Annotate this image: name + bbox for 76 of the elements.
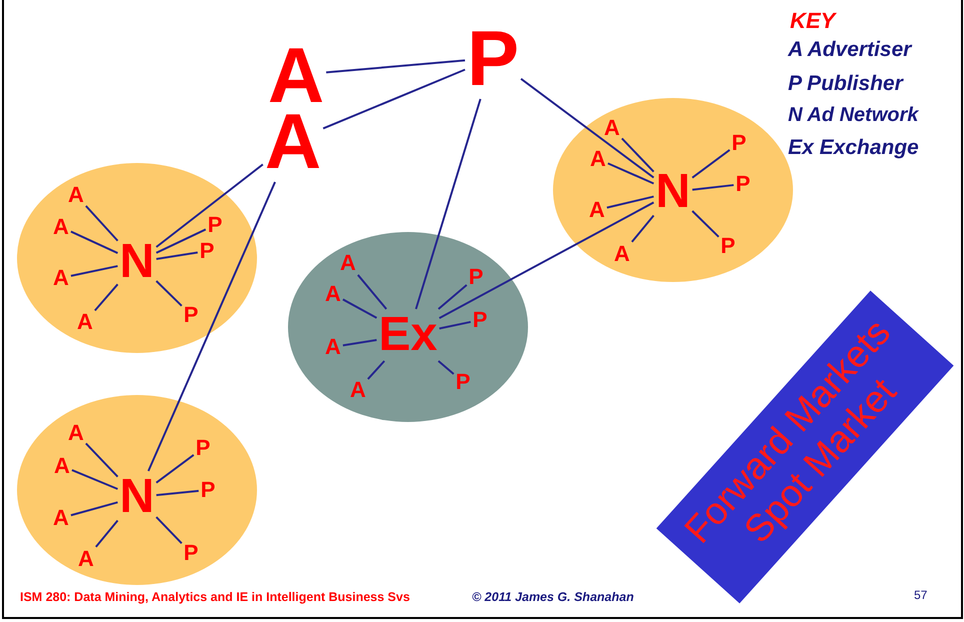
key-entry: A Advertiser — [788, 38, 912, 62]
connector-line — [85, 205, 118, 242]
node-letter: A — [53, 216, 69, 238]
footer-course: ISM 280: Data Mining, Analytics and IE in Intelligent Business Svs — [20, 590, 410, 604]
key-entry: Ex Exchange — [788, 136, 919, 160]
connector-line — [606, 196, 654, 209]
connector-line — [438, 284, 468, 310]
node-letter: A — [325, 283, 341, 305]
node-letter: P — [472, 309, 488, 331]
node-letter: P — [200, 240, 214, 262]
connector-line — [621, 138, 654, 172]
connector-line — [70, 265, 118, 277]
page-number: 57 — [914, 588, 928, 602]
connector-line — [156, 251, 198, 260]
node-letter: P — [200, 479, 216, 501]
connector-line — [156, 164, 264, 248]
node-letter: A — [53, 267, 69, 289]
node-letter: N — [120, 473, 154, 521]
node-letter: A — [53, 507, 69, 529]
node-letter: P — [466, 19, 520, 97]
connector-line — [322, 68, 466, 130]
footer-copyright: © 2011 James G. Shanahan — [472, 590, 634, 604]
connector-line — [156, 454, 194, 484]
node-letter: P — [184, 304, 198, 326]
node-letter: A — [589, 199, 605, 221]
connector-line — [692, 149, 730, 178]
connector-line — [415, 98, 482, 310]
connector-line — [357, 274, 388, 310]
key-entry: P Publisher — [788, 72, 903, 96]
node-letter: N — [120, 238, 154, 286]
key-entry: N Ad Network — [788, 104, 918, 127]
node-letter: Ex — [378, 311, 438, 359]
node-letter: A — [54, 455, 70, 477]
node-letter: A — [325, 336, 341, 358]
connector-line — [156, 490, 199, 496]
connector-line — [631, 214, 654, 243]
connector-line — [439, 320, 471, 330]
connector-line — [608, 162, 654, 184]
node-letter: A — [68, 184, 84, 206]
connector-line — [692, 184, 734, 191]
connector-line — [156, 228, 206, 254]
node-letter: P — [736, 173, 750, 195]
connector-line — [326, 59, 466, 74]
connector-line — [342, 298, 378, 319]
node-letter: A — [68, 422, 84, 444]
node-letter: A — [614, 243, 630, 265]
connector-line — [156, 280, 182, 307]
node-letter: P — [468, 266, 484, 288]
connector-line — [94, 284, 118, 312]
node-letter: A — [77, 311, 93, 333]
connector-line — [72, 469, 118, 490]
node-letter: P — [732, 132, 746, 154]
node-letter: P — [208, 214, 222, 236]
node-letter: P — [196, 437, 210, 459]
node-letter: N — [656, 168, 690, 216]
connector-line — [520, 78, 654, 178]
connector-line — [85, 442, 118, 478]
node-letter: P — [456, 371, 470, 393]
connector-line — [70, 501, 118, 516]
connector-line — [156, 516, 182, 544]
connector-line — [147, 182, 276, 472]
node-letter: A — [604, 117, 620, 139]
connector-line — [692, 210, 720, 238]
node-letter: A — [340, 252, 356, 274]
connector-line — [95, 520, 118, 548]
connector-line — [438, 202, 654, 319]
key-heading: KEY — [790, 8, 836, 34]
connector-line — [367, 360, 386, 380]
connector-line — [70, 230, 118, 254]
node-letter: P — [184, 542, 198, 564]
node-letter: P — [720, 235, 736, 257]
node-letter: A — [78, 548, 94, 570]
connector-line — [438, 360, 454, 375]
node-letter: A — [350, 379, 366, 401]
node-letter: A — [590, 148, 606, 170]
connector-line — [342, 339, 377, 346]
